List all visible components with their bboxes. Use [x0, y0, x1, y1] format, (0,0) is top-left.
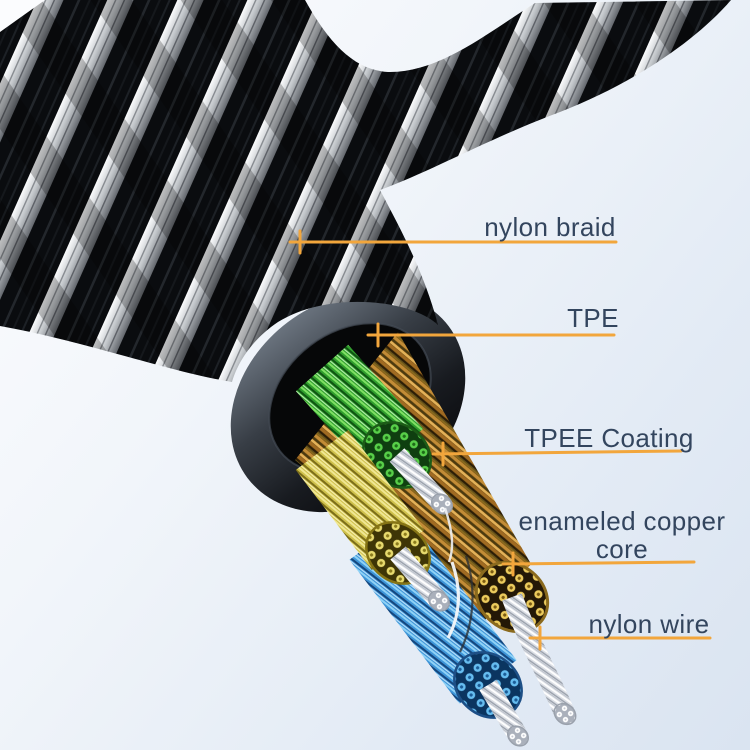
callout-tpee-coating [431, 441, 683, 467]
label-tpee-coating: TPEE Coating [524, 423, 694, 453]
nylon-wire-cross-section [553, 702, 577, 726]
green-wire-nylon-strand-end [431, 493, 453, 515]
loose-filaments [443, 507, 474, 653]
label-tpe: TPE [567, 303, 619, 333]
callout-tpe [366, 322, 616, 348]
braid-weave-shading [0, 0, 731, 382]
green-wire [295, 344, 453, 515]
callout-nylon-braid [288, 229, 618, 255]
yellow-wire-nylon-strand-end [428, 590, 450, 612]
label-nylon-braid: nylon braid [484, 212, 616, 242]
label-enameled-copper-core: enameled copper core [518, 506, 726, 564]
callout-line-enameled-copper-core [501, 560, 696, 566]
callout-lines [288, 229, 712, 651]
callout-line-tpee-coating [431, 449, 683, 456]
label-nylon-wire: nylon wire [588, 609, 710, 639]
callout-nylon-wire [528, 625, 712, 651]
yellow-wire [295, 430, 450, 612]
nylon-braid-cable [0, 0, 731, 382]
blue-wire-nylon-strand-end [507, 725, 529, 747]
nylon-wire-from-core [502, 593, 577, 726]
callout-enameled-copper-core [501, 551, 696, 577]
